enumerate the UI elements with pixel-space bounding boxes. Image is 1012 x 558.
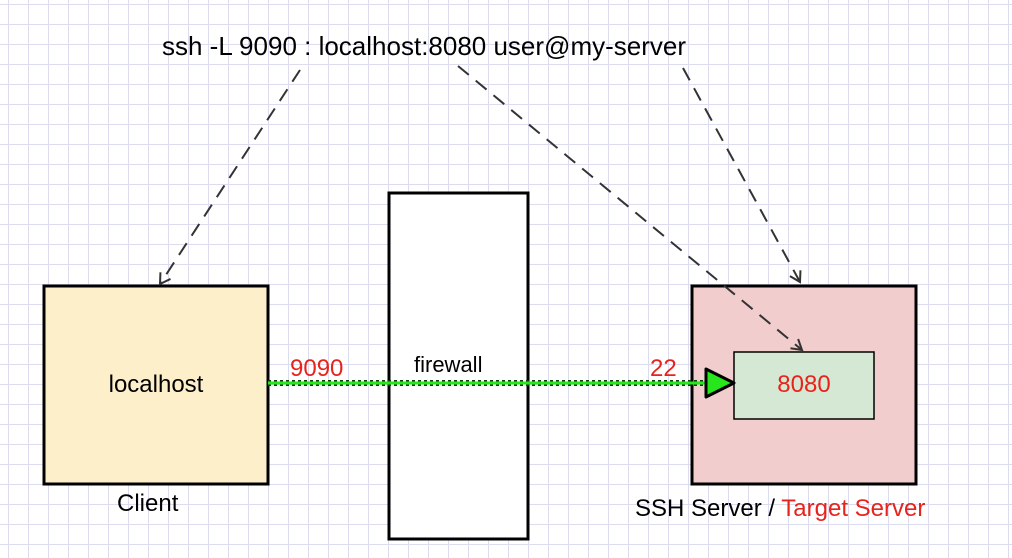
firewall-box[interactable]: [387, 191, 530, 541]
arrow-command-to-client: [158, 69, 301, 286]
server-caption-target: Target Server: [781, 495, 926, 522]
arrow-command-to-target: [457, 65, 804, 352]
firewall-label: firewall: [414, 352, 483, 377]
ssh-command: ssh -L 9090 : localhost:8080 user@my-ser…: [162, 31, 686, 61]
ssh-port-label: 22: [650, 355, 677, 382]
arrow-command-to-server: [682, 67, 802, 284]
client-caption: Client: [117, 490, 179, 517]
tunnel-arrowhead: [704, 367, 736, 399]
local-port-label: 9090: [290, 355, 344, 382]
server-caption-main: SSH Server /: [635, 495, 776, 522]
client-host-label: localhost: [108, 371, 204, 398]
client-box[interactable]: [42, 284, 270, 486]
server-caption: SSH Server / Target Server: [635, 497, 925, 521]
target-port-label: 8080: [777, 371, 831, 398]
target-port-box[interactable]: [733, 351, 875, 420]
